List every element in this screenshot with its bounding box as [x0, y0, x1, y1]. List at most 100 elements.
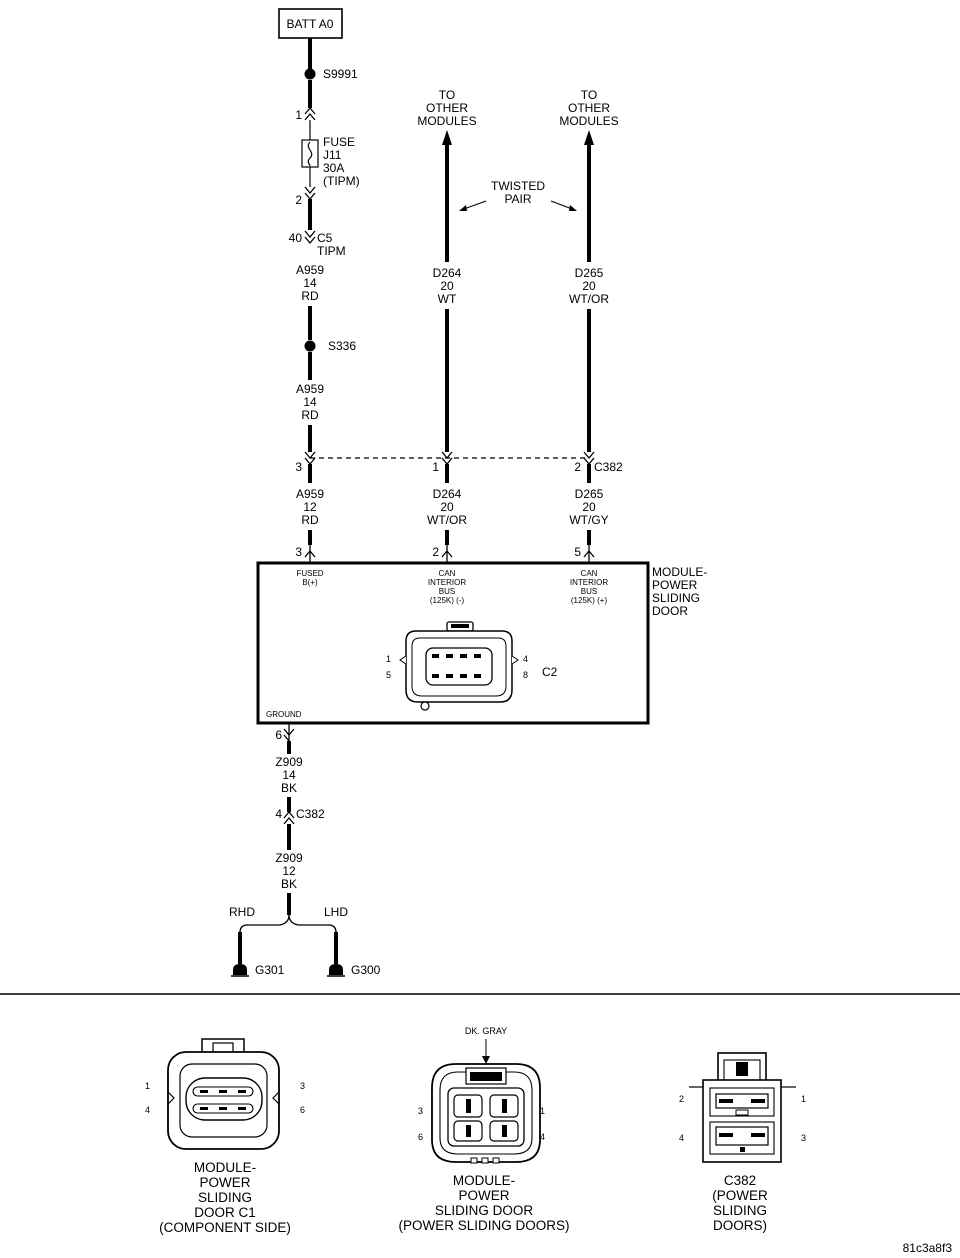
c382view-caption-4: DOORS): [713, 1218, 767, 1233]
c1-caption-4: DOOR C1: [194, 1205, 256, 1220]
c2-pin-4: 4: [523, 654, 528, 664]
c2-pin-1: 1: [386, 654, 391, 664]
splice-s9991: [304, 68, 316, 80]
d265-upper-circuit: D265: [575, 266, 604, 280]
a959-lower-color: RD: [301, 513, 319, 527]
z909-upper-gauge: 14: [282, 768, 296, 782]
twisted-pair-line-1: TWISTED: [491, 179, 545, 193]
fuse-pin2-terminal: [304, 186, 316, 201]
rhd-branch: [239, 914, 290, 933]
can-minus-label-2: INTERIOR: [428, 578, 466, 587]
can-minus-label-3: BUS: [439, 587, 455, 596]
c382-ground-label: C382: [296, 807, 325, 821]
d265-upper-color: WT/OR: [569, 292, 609, 306]
module-title-2: POWER: [652, 578, 698, 592]
d264-to-1: TO: [439, 88, 455, 102]
a959-upper-color: RD: [301, 289, 319, 303]
z909-lower-color: BK: [281, 877, 297, 891]
c1-caption-3: SLIDING: [198, 1190, 252, 1205]
module-pin-fused: 3: [295, 545, 302, 559]
c382-pin-d265: 2: [574, 460, 581, 474]
fuse-element: [307, 141, 313, 167]
fuse-line-3: 30A: [323, 161, 344, 175]
fuse-pin1-terminal: [304, 106, 316, 121]
a959-mid-color: RD: [301, 408, 319, 422]
d265-lower-color: WT/GY: [569, 513, 608, 527]
splice-s9991-label: S9991: [323, 67, 358, 81]
z909-lower-circuit: Z909: [275, 851, 303, 865]
batt-label: BATT A0: [287, 17, 334, 31]
z909-lower-gauge: 12: [282, 864, 296, 878]
d265-upper-gauge: 20: [582, 279, 596, 293]
fuse-pin-out: 2: [295, 193, 302, 207]
fuse-line-2: J11: [323, 148, 342, 162]
g300-label: G300: [351, 963, 381, 977]
c382view-caption-2: (POWER: [712, 1188, 768, 1203]
modview-pin-1: 1: [540, 1106, 545, 1116]
fuse-pin-in: 1: [295, 108, 302, 122]
a959-upper-circuit: A959: [296, 263, 324, 277]
ground-label: GROUND: [266, 710, 302, 719]
connector-view-c1: [167, 1038, 280, 1150]
c382-d264-terminal: [441, 451, 453, 466]
tipm-pin: 40: [289, 231, 303, 245]
c382-ground-pin: 4: [275, 807, 282, 821]
c2-pin-5: 5: [386, 670, 391, 680]
c382view-pin-3: 3: [801, 1133, 806, 1143]
c2view-note-arrowhead: [482, 1056, 490, 1064]
d264-upper-color: WT: [438, 292, 457, 306]
rhd-label: RHD: [229, 905, 255, 919]
modview-caption-1: MODULE-: [453, 1173, 515, 1188]
d264-lower-circuit: D264: [433, 487, 462, 501]
tipm-line-2: TIPM: [317, 244, 346, 258]
d265-arrow: [584, 130, 594, 145]
c382view-pin-4: 4: [679, 1133, 684, 1143]
ground-g300-symbol: [329, 964, 343, 975]
module-pin-canminus: 2: [432, 545, 439, 559]
c2view-color-note: DK. GRAY: [465, 1026, 507, 1036]
c2-connector: [399, 621, 519, 711]
z909-upper-color: BK: [281, 781, 297, 795]
d265-lower-gauge: 20: [582, 500, 596, 514]
d264-arrow: [442, 130, 452, 145]
modview-pin-3: 3: [418, 1106, 423, 1116]
c382-ground-terminal: [283, 810, 295, 825]
c382-d265-terminal: [583, 451, 595, 466]
ground-g301-symbol: [233, 964, 247, 975]
can-plus-label-3: BUS: [581, 587, 597, 596]
module-title-3: SLIDING: [652, 591, 700, 605]
lhd-branch: [288, 914, 337, 933]
c1-pin-6: 6: [300, 1105, 305, 1115]
c2-pin-8: 8: [523, 670, 528, 680]
modview-pin-4: 4: [540, 1132, 545, 1142]
ground-pin: 6: [275, 728, 282, 742]
a959-mid-circuit: A959: [296, 382, 324, 396]
c1-caption-2: POWER: [199, 1175, 250, 1190]
tipm-line-1: C5: [317, 231, 333, 245]
c1-caption-5: (COMPONENT SIDE): [159, 1220, 291, 1235]
modview-caption-2: POWER: [458, 1188, 509, 1203]
can-minus-label-1: CAN: [439, 569, 456, 578]
fused-label-2: B(+): [302, 578, 318, 587]
c382-inline-label: C382: [594, 460, 623, 474]
c382view-caption-1: C382: [724, 1173, 756, 1188]
can-plus-label-2: INTERIOR: [570, 578, 608, 587]
module-pin-canplus: 5: [574, 545, 581, 559]
d265-to-3: MODULES: [559, 114, 618, 128]
c382-pin-a959: 3: [295, 460, 302, 474]
can-plus-label-1: CAN: [581, 569, 598, 578]
c382view-pin-1: 1: [801, 1094, 806, 1104]
lhd-label: LHD: [324, 905, 348, 919]
modview-caption-4: (POWER SLIDING DOORS): [398, 1218, 569, 1233]
fuse-line-4: (TIPM): [323, 174, 360, 188]
modview-pin-6: 6: [418, 1132, 423, 1142]
twisted-arrow-right: [550, 200, 573, 210]
connector-view-c382: [689, 1052, 796, 1163]
d265-to-2: OTHER: [568, 101, 610, 115]
d264-upper-circuit: D264: [433, 266, 462, 280]
d265-to-1: TO: [581, 88, 597, 102]
splice-s336: [304, 340, 316, 352]
d264-to-2: OTHER: [426, 101, 468, 115]
d265-lower-circuit: D265: [575, 487, 604, 501]
